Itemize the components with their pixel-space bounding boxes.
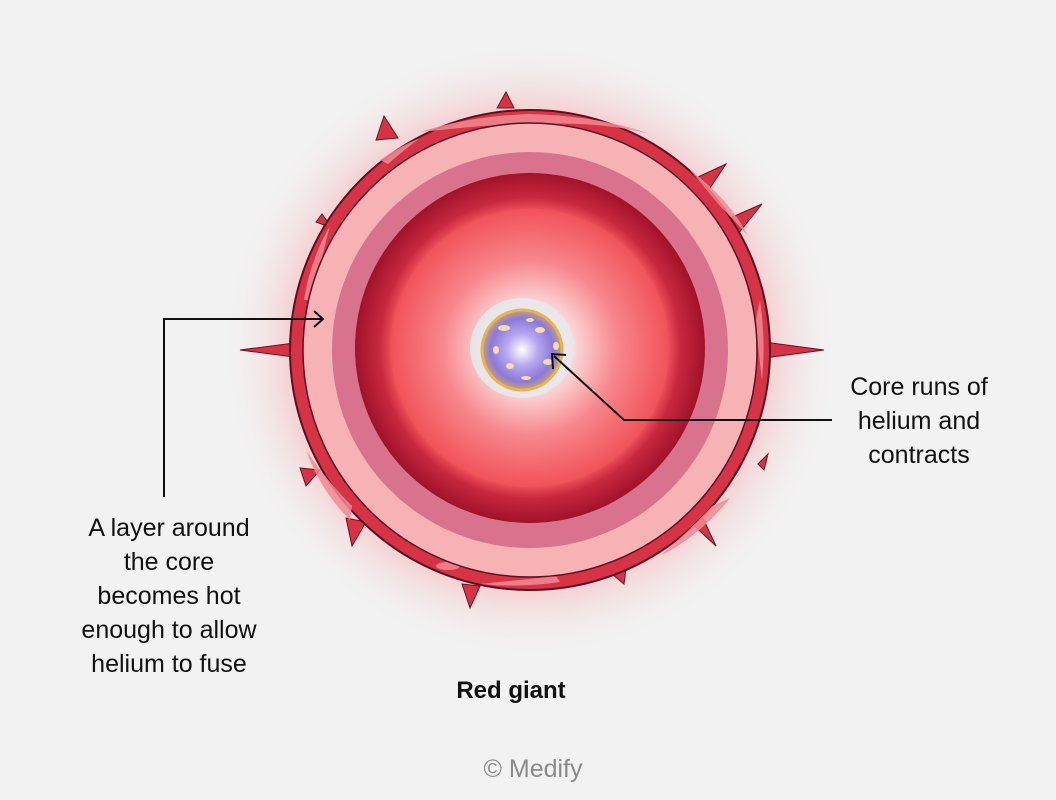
surface-spikes (239, 90, 825, 610)
crust-highlights (304, 114, 764, 586)
layer-arrow-head (313, 310, 325, 328)
layer-arrow-line (163, 318, 322, 497)
core-arrow-line (553, 355, 832, 421)
annotation-arrows (163, 310, 832, 497)
core-speckles (493, 318, 559, 380)
layer-annotation: A layer around the core becomes hot enou… (81, 514, 257, 678)
diagram-title: Red giant (456, 677, 566, 704)
copyright-credit: © Medify (483, 755, 583, 783)
core-arrow-head (550, 352, 567, 370)
inner-ring (390, 208, 670, 488)
core-annotation: Core runs of helium and contracts (850, 373, 988, 469)
